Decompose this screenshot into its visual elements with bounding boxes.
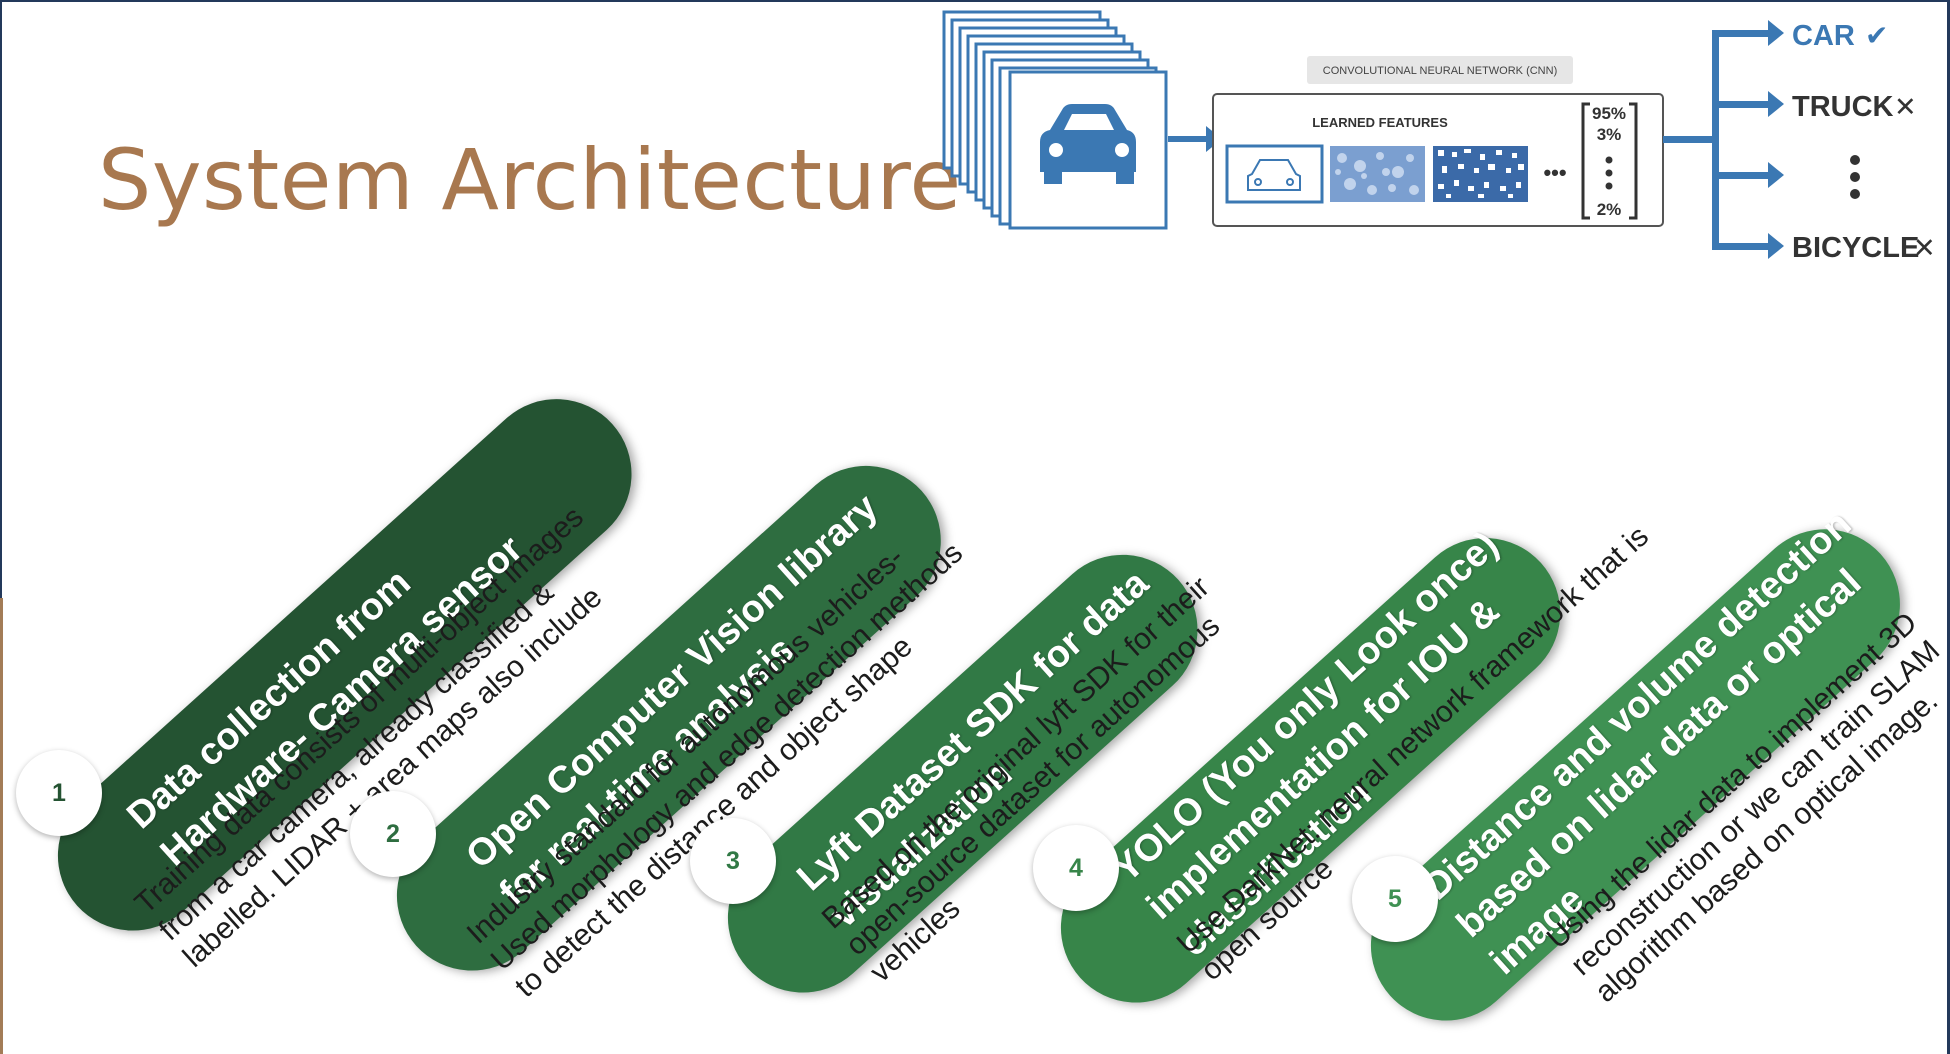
ellipsis-dots: ••• (1543, 160, 1566, 185)
learned-features-label: LEARNED FEATURES (1312, 115, 1448, 130)
output-truck-label: TRUCK (1792, 91, 1894, 123)
slide-accent-line (0, 598, 3, 1054)
cnn-diagram: CONVOLUTIONAL NEURAL NETWORK (CNN) LEARN… (940, 0, 1950, 262)
output-truck-cross-icon: ✕ (1894, 92, 1917, 123)
cnn-diagram-svg: CONVOLUTIONAL NEURAL NETWORK (CNN) LEARN… (942, 10, 1936, 262)
probability-bracket (1581, 102, 1638, 220)
cnn-header-bg (1307, 56, 1573, 84)
output-branches (1663, 20, 1784, 259)
step-1-number: 1 (16, 750, 102, 836)
feature-map-1 (1225, 144, 1324, 204)
prob-vertical-dots (1605, 156, 1613, 190)
step-5-number: 5 (1352, 856, 1438, 942)
output-vertical-dots (1850, 155, 1860, 199)
slide-border-top (0, 0, 1950, 2)
input-image-stack (942, 10, 1168, 230)
prob-2: 3% (1597, 125, 1622, 144)
output-car-label: CAR (1792, 20, 1855, 52)
input-car-icon (1040, 104, 1136, 184)
step-4-number: 4 (1033, 825, 1119, 911)
slide-title: System Architecture (98, 131, 962, 230)
prob-1: 95% (1592, 104, 1626, 123)
output-bicycle-label: BICYCLE (1792, 232, 1919, 262)
feature-car-outline (1247, 159, 1301, 191)
output-bicycle-cross-icon: ✕ (1913, 233, 1936, 262)
slide-border-left (0, 0, 2, 1054)
slide-border-right (1947, 0, 1950, 1054)
prob-3: 2% (1597, 200, 1622, 219)
cnn-header-text: CONVOLUTIONAL NEURAL NETWORK (CNN) (1323, 65, 1557, 77)
output-car-check-icon: ✔ (1865, 19, 1888, 52)
step-3-number: 3 (690, 818, 776, 904)
step-2-number: 2 (350, 791, 436, 877)
